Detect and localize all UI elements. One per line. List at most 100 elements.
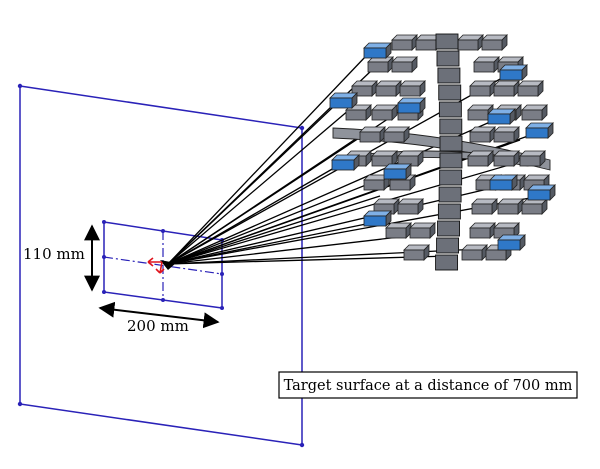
mirror-front-face — [397, 102, 421, 114]
heliostat-mirror-highlighted — [329, 92, 358, 109]
mirror-front-face — [469, 227, 491, 239]
mirror-front-face — [351, 85, 373, 97]
mirror-front-face — [517, 85, 539, 97]
ray-line — [167, 55, 367, 265]
mirror-front-face — [493, 85, 515, 97]
ray-line — [167, 235, 409, 265]
mirror-front-face — [403, 249, 425, 261]
heliostat-mirror — [473, 56, 500, 73]
ray-line — [167, 176, 387, 265]
width-dimension: 200 mm — [98, 301, 220, 335]
heliostat-mirror — [461, 244, 488, 261]
mirror-front-face — [497, 203, 519, 215]
heliostat-mirror-highlighted — [331, 154, 360, 171]
ray-line — [167, 135, 361, 265]
heliostat-mirror — [493, 150, 520, 167]
column-segment — [438, 84, 462, 101]
mirror-front-face — [473, 61, 495, 73]
heliostat-mirror — [359, 126, 386, 143]
mirror-front-face — [383, 131, 405, 143]
mirror-front-face — [345, 109, 367, 121]
receiver-point — [220, 306, 224, 310]
heliostat-mirror — [385, 222, 412, 239]
heliostat-field — [329, 33, 556, 271]
width-dimension-label: 200 mm — [127, 317, 189, 335]
heliostat-mirror-highlighted — [525, 122, 554, 139]
heliostat-mirror — [481, 34, 508, 51]
mirror-front-face — [467, 155, 489, 167]
ray-line — [167, 197, 531, 265]
target-corner-dot — [299, 125, 305, 131]
heliostat-mirror — [467, 150, 494, 167]
mirror-front-face — [363, 215, 387, 227]
column-segment — [438, 101, 462, 118]
column-segment — [438, 186, 462, 203]
mirror-front-face — [399, 85, 421, 97]
column-segment — [435, 33, 459, 50]
heliostat-mirror-highlighted — [497, 234, 526, 251]
mirror-front-face — [469, 85, 491, 97]
mirror-front-face — [409, 227, 431, 239]
heliostat-mirror — [457, 34, 484, 51]
column-segment — [439, 169, 463, 186]
heliostat-mirror-highlighted — [397, 97, 426, 114]
heliostat-mirror — [351, 80, 378, 97]
heliostat-mirror — [383, 126, 410, 143]
ray-line — [167, 167, 335, 265]
column-segment — [439, 118, 463, 135]
heliostat-mirror — [471, 198, 498, 215]
height-dimension: 110 mm — [23, 224, 100, 292]
mirror-front-face — [525, 127, 549, 139]
heliostat-mirror — [519, 150, 546, 167]
height-dimension-label: 110 mm — [23, 245, 85, 263]
ray-line — [167, 155, 541, 265]
mirror-front-face — [489, 179, 513, 191]
heliostat-mirror — [391, 34, 418, 51]
heliostat-mirror — [367, 56, 394, 73]
heliostat-mirror — [397, 198, 424, 215]
target-surface — [17, 83, 305, 448]
heliostat-mirror-highlighted — [363, 210, 392, 227]
mirror-front-face — [461, 249, 483, 261]
axis-marker-icon — [147, 257, 165, 274]
mirror-front-face — [521, 109, 543, 121]
receiver-area — [102, 220, 224, 310]
central-column — [435, 33, 463, 271]
column-segment — [439, 152, 463, 169]
mirror-front-face — [391, 61, 413, 73]
caption-text: Target surface at a distance of 700 mm — [284, 378, 573, 394]
heliostat-mirror — [409, 222, 436, 239]
width-dimension-arrow — [98, 301, 220, 329]
receiver-point — [102, 255, 106, 259]
ray-line — [167, 103, 357, 265]
heliostat-mirror — [345, 104, 372, 121]
heliostat-mirror — [371, 150, 398, 167]
mirror-front-face — [521, 203, 543, 215]
mirror-front-face — [471, 203, 493, 215]
mirror-front-face — [457, 39, 479, 51]
heliostat-mirror — [399, 80, 426, 97]
receiver-point — [161, 298, 165, 302]
heliostat-mirror-highlighted — [383, 163, 412, 180]
mirror-front-face — [389, 179, 411, 191]
heliostat-mirror — [517, 80, 544, 97]
mirror-front-face — [527, 189, 551, 201]
caption-box — [278, 371, 578, 399]
focal-point-marker — [160, 260, 176, 270]
heliostat-mirror-highlighted — [489, 174, 518, 191]
mirror-front-face — [481, 39, 503, 51]
heliostat-mirror — [375, 80, 402, 97]
mirror-front-face — [493, 131, 515, 143]
heliostat-mirror — [371, 104, 398, 121]
mirror-front-face — [385, 227, 407, 239]
mirror-front-face — [359, 131, 381, 143]
mirror-front-face — [363, 47, 387, 59]
receiver-point — [102, 220, 106, 224]
focal-point — [147, 257, 176, 274]
receiver-point — [220, 272, 224, 276]
mirror-front-face — [329, 97, 353, 109]
column-segment — [437, 220, 460, 237]
column-segment — [436, 50, 460, 67]
caption: Target surface at a distance of 700 mm — [278, 371, 578, 399]
